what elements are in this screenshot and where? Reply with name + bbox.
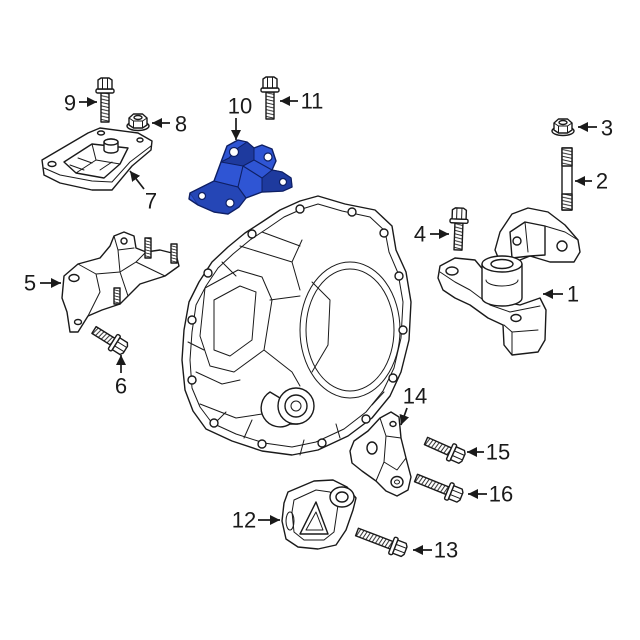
callout-label-3: 3 xyxy=(601,116,613,141)
callout-14: 14 xyxy=(399,384,427,426)
engine-mount-1 xyxy=(437,207,581,356)
callout-9: 9 xyxy=(64,91,97,116)
bolt-9 xyxy=(95,77,115,123)
callout-12: 12 xyxy=(232,508,280,533)
callout-label-9: 9 xyxy=(64,91,76,116)
callout-label-1: 1 xyxy=(567,282,579,307)
callout-11: 11 xyxy=(280,89,323,114)
bolt-16 xyxy=(413,473,464,503)
transmission-housing xyxy=(181,195,412,456)
callout-arrow-14 xyxy=(399,407,410,426)
callout-7: 7 xyxy=(129,170,157,214)
callout-label-14: 14 xyxy=(403,384,427,409)
callout-arrow-7 xyxy=(129,170,145,190)
callout-label-8: 8 xyxy=(175,112,187,137)
callout-label-4: 4 xyxy=(414,222,426,247)
callout-8: 8 xyxy=(152,112,187,137)
bracket-14 xyxy=(349,411,412,497)
stud-5c xyxy=(113,287,121,305)
callout-15: 15 xyxy=(467,440,510,465)
stud-5b xyxy=(170,243,178,264)
callout-16: 16 xyxy=(468,482,513,507)
nut-3 xyxy=(551,118,575,137)
callout-label-6: 6 xyxy=(115,374,127,399)
callout-label-5: 5 xyxy=(24,271,36,296)
bolt-6 xyxy=(91,325,129,356)
callout-3: 3 xyxy=(578,116,613,141)
callout-1: 1 xyxy=(543,282,579,307)
callout-label-11: 11 xyxy=(301,89,324,114)
bolt-4 xyxy=(449,207,469,251)
stud-2 xyxy=(561,147,573,211)
mount-12 xyxy=(281,479,357,550)
bracket-7 xyxy=(41,127,153,191)
callout-label-10: 10 xyxy=(228,94,252,119)
callout-label-7: 7 xyxy=(145,189,157,214)
callout-13: 13 xyxy=(413,538,458,563)
callout-6: 6 xyxy=(115,355,127,399)
nut-8 xyxy=(126,113,150,132)
callout-label-13: 13 xyxy=(434,538,458,563)
callout-label-2: 2 xyxy=(596,169,608,194)
stud-5a xyxy=(144,237,152,259)
bolt-11 xyxy=(260,76,280,120)
callout-2: 2 xyxy=(575,169,608,194)
callout-label-16: 16 xyxy=(489,482,513,507)
callout-5: 5 xyxy=(24,271,61,296)
bracket-5 xyxy=(61,231,180,333)
bolt-13 xyxy=(354,527,408,558)
housing-bolt-bosses xyxy=(187,204,408,449)
callout-label-15: 15 xyxy=(486,440,510,465)
callout-label-12: 12 xyxy=(232,508,256,533)
callout-4: 4 xyxy=(414,222,449,247)
bolt-15 xyxy=(423,436,466,464)
bracket-10 xyxy=(188,139,293,215)
callout-10: 10 xyxy=(228,94,252,140)
